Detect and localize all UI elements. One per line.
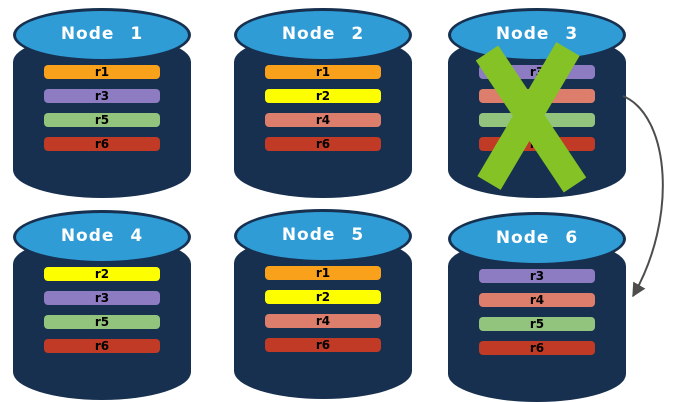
replica-bar-list: r3 r4 r5 r6: [479, 269, 595, 355]
replica-bar-r4: r4: [479, 89, 595, 103]
replica-bar-r5: r5: [44, 113, 160, 127]
replica-bar-r6: r6: [479, 341, 595, 355]
node-5-cylinder: Node 5 r1 r2 r4 r6: [234, 209, 412, 399]
replica-bar-list: r2 r3 r5 r6: [44, 267, 160, 353]
replica-bar-r6: r6: [44, 137, 160, 151]
cylinder-top: Node 4: [13, 210, 191, 264]
replica-bar-r2: r2: [265, 89, 381, 103]
replica-bar-r5: r5: [479, 317, 595, 331]
replica-bar-list: r1 r2 r4 r6: [265, 266, 381, 352]
replica-bar-r1: r1: [265, 266, 381, 280]
node-title: Node 3: [495, 24, 579, 44]
replica-bar-r3: r3: [479, 269, 595, 283]
node-title: Node 4: [60, 226, 144, 246]
replica-bar-r6: r6: [265, 137, 381, 151]
replica-bar-r5: r5: [44, 315, 160, 329]
replica-bar-r3: r3: [44, 89, 160, 103]
node-4-cylinder: Node 4 r2 r3 r5 r6: [13, 210, 191, 400]
replica-bar-list: r1 r3 r5 r6: [44, 65, 160, 151]
node-title: Node 2: [281, 24, 365, 44]
replica-bar-r4: r4: [265, 113, 381, 127]
replica-bar-r2: r2: [265, 290, 381, 304]
cylinder-top: Node 1: [13, 8, 191, 62]
node-6-cylinder: Node 6 r3 r4 r5 r6: [448, 212, 626, 402]
replica-bar-r1: r1: [44, 65, 160, 79]
node-1-cylinder: Node 1 r1 r3 r5 r6: [13, 8, 191, 198]
replica-bar-r1: r1: [265, 65, 381, 79]
node-title: Node 6: [495, 228, 579, 248]
cylinder-top: Node 3: [448, 8, 626, 62]
replica-bar-r2: r2: [44, 267, 160, 281]
replica-bar-r4: r4: [265, 314, 381, 328]
failover-arrow-path: [622, 95, 664, 298]
replica-bar-r3: r3: [479, 65, 595, 79]
replica-bar-list: r1 r2 r4 r6: [265, 65, 381, 151]
cylinder-top: Node 5: [234, 209, 412, 263]
replica-bar-r6: r6: [479, 137, 595, 151]
replica-bar-r6: r6: [265, 338, 381, 352]
cylinder-top: Node 2: [234, 8, 412, 62]
replica-bar-list: r3 r4 r5 r6: [479, 65, 595, 151]
replica-bar-r5: r5: [479, 113, 595, 127]
replica-bar-r6: r6: [44, 339, 160, 353]
node-title: Node 5: [281, 225, 365, 245]
node-2-cylinder: Node 2 r1 r2 r4 r6: [234, 8, 412, 198]
node-title: Node 1: [60, 24, 144, 44]
replica-bar-r4: r4: [479, 293, 595, 307]
node-3-cylinder: Node 3 r3 r4 r5 r6: [448, 8, 626, 198]
cylinder-top: Node 6: [448, 212, 626, 266]
replica-bar-r3: r3: [44, 291, 160, 305]
